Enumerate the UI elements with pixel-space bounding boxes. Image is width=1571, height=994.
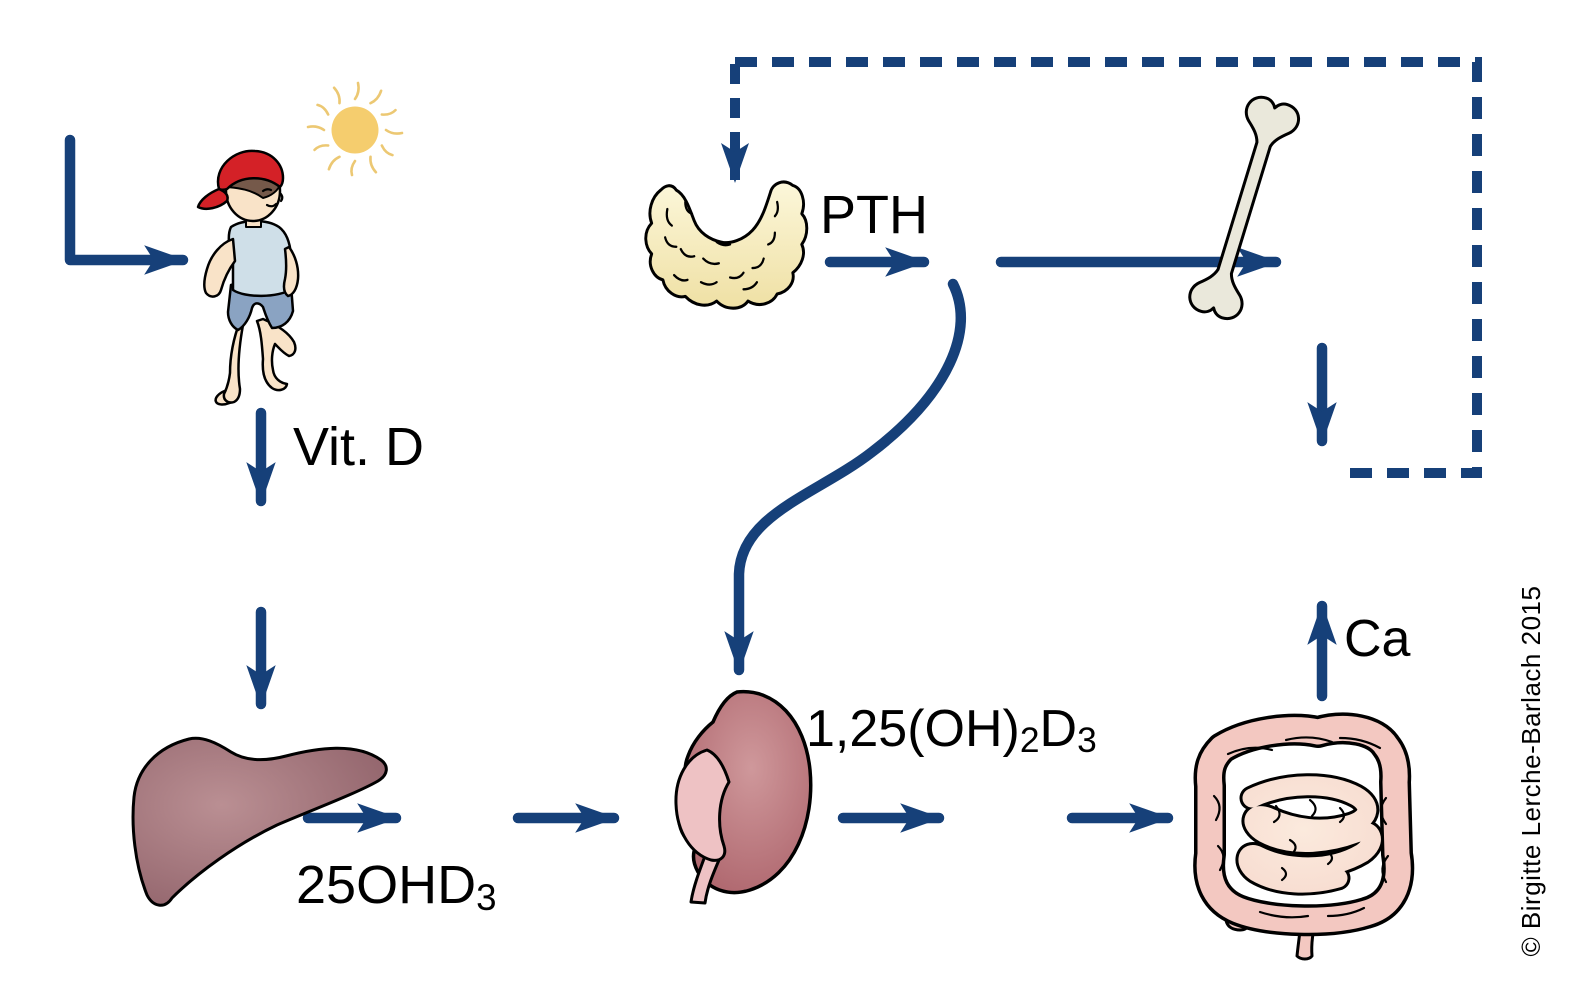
intestine-illustration <box>1193 712 1415 961</box>
parathyroid-gland-illustration <box>644 180 809 310</box>
pth-label: PTH <box>820 185 928 245</box>
dihydroxy-part2: D <box>1039 700 1078 758</box>
liver-illustration <box>131 736 388 907</box>
dihydroxy-part1: 1,25(OH) <box>806 700 1020 758</box>
dihydroxy-sub1: 2 <box>1019 721 1040 761</box>
feedback-dashed-loop <box>735 57 1482 478</box>
jumping-child-illustration <box>196 149 300 406</box>
credit-text: © Birgitte Lerche-Barlach 2015 <box>1516 585 1546 957</box>
dihydroxy-label: 1,25(OH)2D3 <box>806 700 1097 759</box>
sun-icon <box>306 81 404 177</box>
vit-d-label: Vit. D <box>293 417 425 477</box>
curve-pth-to-kidney <box>724 278 966 676</box>
dihydroxy-sub2: 3 <box>1077 721 1097 761</box>
ohd25-sub: 3 <box>476 876 497 918</box>
bone-illustration <box>1188 95 1301 321</box>
ohd25-label: 25OHD3 <box>296 855 496 915</box>
kidney-illustration <box>674 689 813 905</box>
ca-label: Ca <box>1344 610 1411 668</box>
arrow-to-child <box>64 134 189 275</box>
ohd25-base: 25OHD <box>296 855 477 915</box>
